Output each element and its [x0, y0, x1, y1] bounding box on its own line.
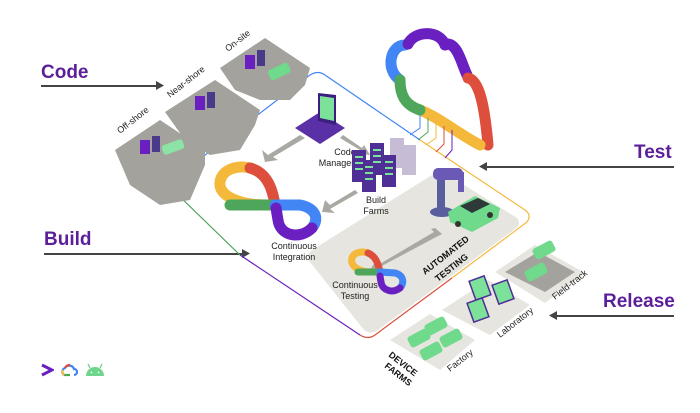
- test-car-icon: [448, 196, 500, 232]
- build-arrowhead-icon: [242, 249, 250, 258]
- accenture-chevron-icon: [41, 363, 54, 377]
- label-code-management-2: Management: [319, 158, 372, 168]
- stage-label-build: Build: [44, 229, 92, 250]
- platform-off-shore: [115, 120, 205, 205]
- laptop-icon: [295, 93, 345, 144]
- arrow-to-ci: [262, 135, 305, 162]
- cloud-connector-lines: [409, 115, 453, 159]
- zone-factory: [390, 314, 475, 370]
- platform-near-shore: [165, 80, 260, 155]
- logos-row: [40, 363, 106, 377]
- stage-label-code: Code: [41, 62, 89, 83]
- continuous-integration-infinity-icon: [214, 161, 322, 241]
- code-arrow: [41, 85, 159, 87]
- field-track-cars: [524, 240, 556, 282]
- platform-on-site: [220, 38, 310, 100]
- release-arrowhead-icon: [549, 311, 557, 320]
- google-cloud-icon: [61, 363, 78, 377]
- android-icon: [86, 363, 104, 376]
- arrow-build-to-ci: [322, 190, 358, 213]
- test-arrow: [486, 166, 674, 168]
- continuous-testing-infinity-icon: [348, 248, 407, 295]
- code-arrowhead-icon: [156, 81, 164, 90]
- arrow-test-bidirectional: [370, 228, 442, 271]
- label-ci-2: Integration: [273, 252, 316, 262]
- robot-arm-icon: [430, 168, 464, 217]
- label-ci-1: Continuous: [271, 241, 317, 251]
- label-ct-2: Testing: [341, 291, 370, 301]
- label-ct-1: Continuous: [332, 280, 378, 290]
- stage-label-release: Release: [603, 291, 675, 312]
- label-build-farms-2: Farms: [363, 206, 389, 216]
- test-arrowhead-icon: [479, 162, 487, 171]
- cloud-hands-icon: [385, 28, 494, 151]
- stage-label-test: Test: [634, 142, 672, 163]
- label-build-farms-1: Build: [366, 195, 386, 205]
- build-arrow: [44, 253, 244, 255]
- label-code-management-1: Code: [334, 147, 356, 157]
- factory-cars: [407, 316, 463, 361]
- laboratory-tablets: [466, 274, 515, 324]
- release-arrow: [555, 315, 674, 317]
- build-farms-servers-icon: [352, 138, 416, 192]
